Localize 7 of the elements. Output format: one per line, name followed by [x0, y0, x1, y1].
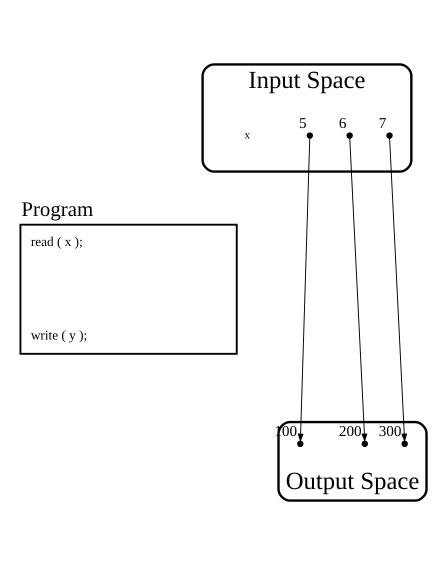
node-label: 7 [378, 114, 386, 132]
node-label: 300 [378, 423, 402, 440]
node-label: 200 [338, 423, 362, 440]
node-label: 6 [338, 114, 346, 132]
label: x [244, 129, 250, 142]
node-label: Program [21, 196, 94, 221]
node-label: 5 [299, 114, 307, 132]
